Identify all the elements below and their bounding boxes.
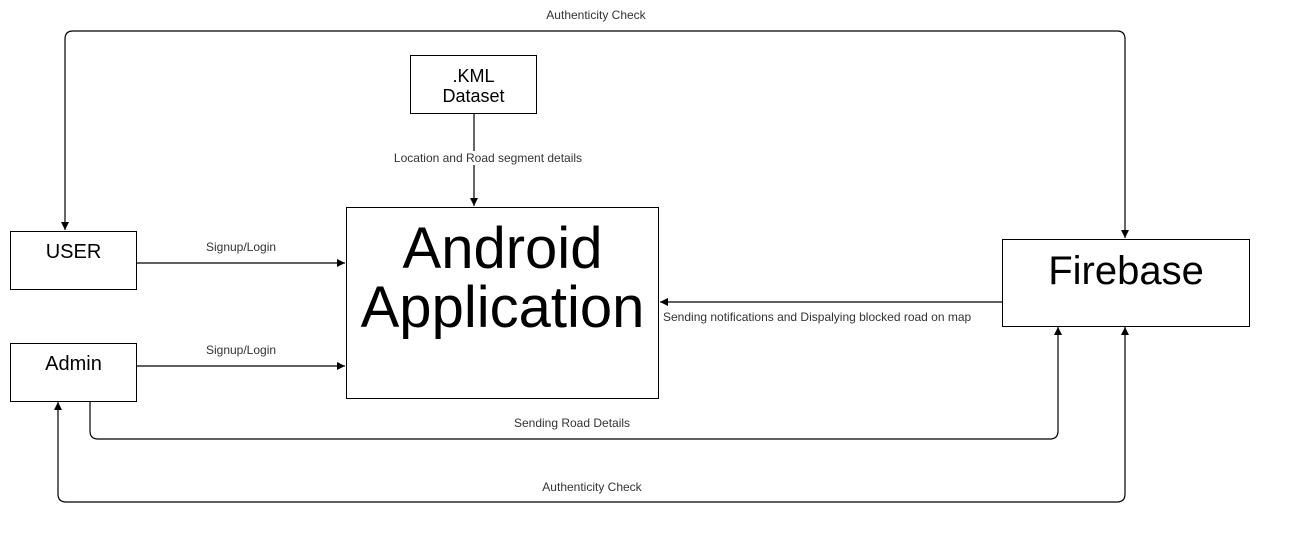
admin-node-label: Admin: [45, 353, 102, 375]
admin-node: Admin: [10, 343, 137, 402]
firebase-node: Firebase: [1002, 239, 1250, 327]
user-node: USER: [10, 231, 137, 290]
road-details-connector: [89, 327, 1062, 440]
firebase-node-label: Firebase: [1048, 249, 1204, 293]
kml-dataset-line1: .KML: [452, 66, 495, 86]
auth-bottom-label: Authenticity Check: [541, 480, 643, 494]
kml-dataset-node: .KML Dataset: [410, 55, 537, 114]
road-details-label: Sending Road Details: [512, 416, 632, 430]
kml-to-app-label: Location and Road segment details: [392, 151, 584, 165]
android-line2: Application: [360, 275, 645, 340]
auth-bottom-connector: [54, 327, 1129, 503]
user-signup-label: Signup/Login: [204, 240, 278, 254]
firebase-to-app-label: Sending notifications and Dispalying blo…: [662, 310, 973, 324]
auth-top-label: Authenticity Check: [545, 8, 647, 22]
android-line1: Android: [402, 216, 603, 281]
kml-dataset-line2: Dataset: [442, 86, 505, 106]
android-application-node: Android Application: [346, 207, 659, 399]
user-node-label: USER: [45, 241, 102, 263]
auth-top-connector: [61, 30, 1129, 238]
admin-signup-label: Signup/Login: [204, 343, 278, 357]
